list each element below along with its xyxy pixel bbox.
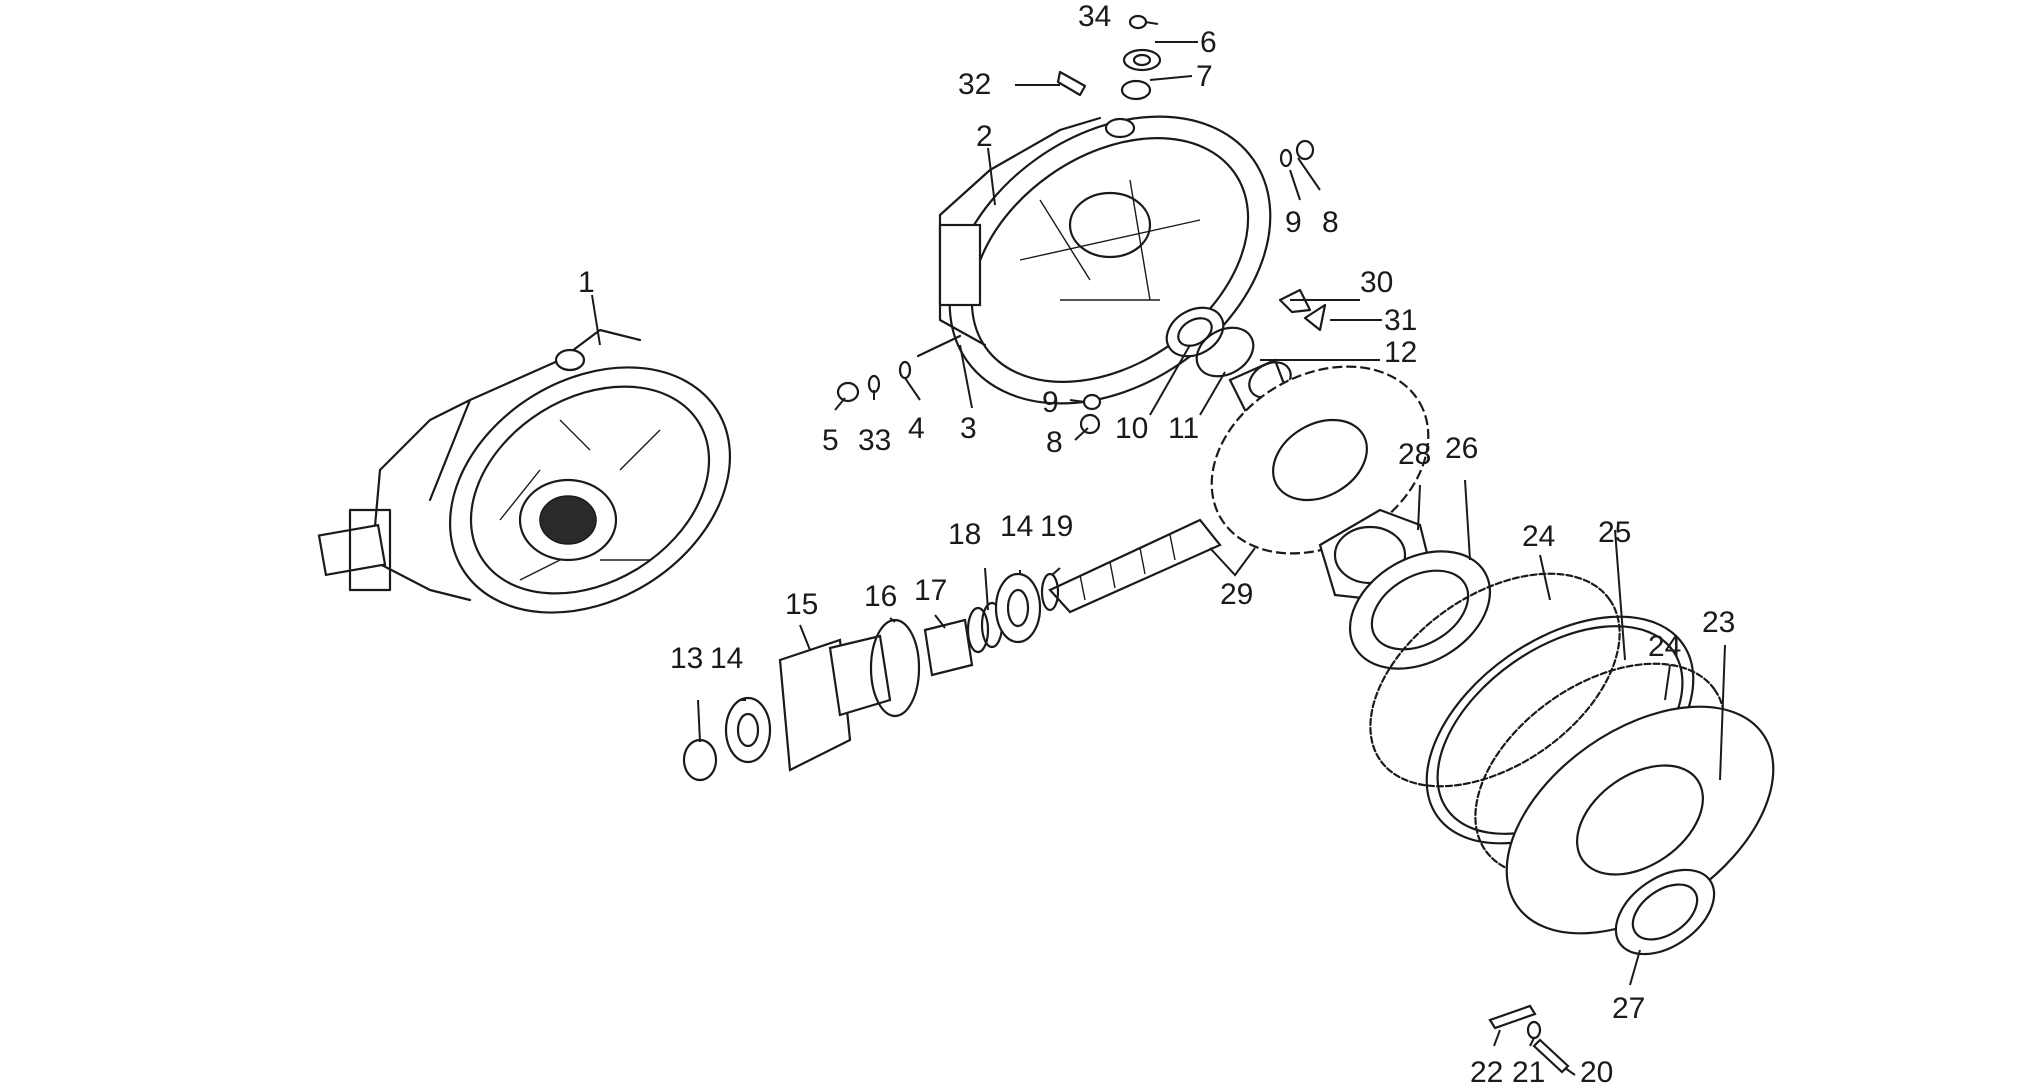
callout-32: 32 xyxy=(958,68,991,101)
part-6-cap xyxy=(1122,48,1162,72)
fasteners-upper xyxy=(836,14,1327,435)
callout-25: 25 xyxy=(1598,516,1631,549)
callout-27: 27 xyxy=(1612,992,1645,1025)
part-3-stud xyxy=(916,334,962,358)
callout-11: 11 xyxy=(1168,412,1199,445)
part-13-nut xyxy=(682,738,718,782)
pinion-side-parts xyxy=(682,572,1060,782)
callout-19: 19 xyxy=(1040,510,1073,543)
callout-8: 8 xyxy=(1322,206,1339,239)
callout-6: 6 xyxy=(1200,26,1217,59)
callout-28: 28 xyxy=(1398,438,1431,471)
part-8-nut-lower xyxy=(1079,413,1101,435)
part-4-washer xyxy=(898,360,912,380)
part-9-washer xyxy=(1279,148,1293,168)
callout-22: 22 xyxy=(1470,1056,1503,1086)
part-22-plate xyxy=(1488,1004,1537,1030)
callout-26: 26 xyxy=(1445,432,1478,465)
callout-1: 1 xyxy=(578,266,595,299)
callout-24: 24 xyxy=(1522,520,1555,553)
callout-24-lower: 24 xyxy=(1648,630,1681,663)
leader-lines xyxy=(591,21,1726,1076)
callout-20: 20 xyxy=(1580,1056,1613,1086)
part-32-bolt xyxy=(1056,70,1087,97)
callout-10: 10 xyxy=(1115,412,1148,445)
part-16-oring xyxy=(869,618,921,718)
callout-29: 29 xyxy=(1220,578,1253,611)
callout-7: 7 xyxy=(1196,60,1213,93)
part-34-screw xyxy=(1128,14,1148,30)
part-15-flange xyxy=(778,638,852,772)
part-27-seal xyxy=(1614,868,1716,956)
part-8-nut xyxy=(1295,139,1315,161)
part-7-washer xyxy=(1120,79,1152,101)
callout-31: 31 xyxy=(1384,304,1417,337)
callout-9: 9 xyxy=(1285,206,1302,239)
callout-30: 30 xyxy=(1360,266,1393,299)
part-1-assembled-housing xyxy=(317,328,732,614)
callout-23: 23 xyxy=(1702,606,1735,639)
callout-9-lower: 9 xyxy=(1042,386,1059,419)
part-20-bolt xyxy=(1532,1038,1570,1074)
part-14-bearing-right xyxy=(994,572,1042,644)
callout-12: 12 xyxy=(1384,336,1417,369)
callout-15: 15 xyxy=(785,588,818,621)
callout-14-upper: 14 xyxy=(1000,510,1033,543)
callout-13: 13 xyxy=(670,642,703,675)
callouts: 1 2 3 4 5 6 7 8 8 9 9 10 11 12 13 14 14 … xyxy=(578,0,1735,1086)
callout-2: 2 xyxy=(976,120,993,153)
fasteners-bottom xyxy=(1488,1004,1570,1074)
part-14-bearing-left xyxy=(724,696,772,764)
callout-3: 3 xyxy=(960,412,977,445)
callout-14: 14 xyxy=(710,642,743,675)
callout-17: 17 xyxy=(914,574,947,607)
part-18-shims xyxy=(966,606,990,654)
part-33-washer xyxy=(867,374,881,394)
callout-34: 34 xyxy=(1078,0,1111,33)
callout-4: 4 xyxy=(908,412,925,445)
differential-parts xyxy=(1318,508,1775,956)
part-24-gasket-a xyxy=(1369,572,1621,788)
callout-5: 5 xyxy=(822,424,839,457)
part-9-washer-lower xyxy=(1082,393,1102,411)
part-17-spacer xyxy=(923,618,974,677)
callout-16: 16 xyxy=(864,580,897,613)
part-29-crown-and-pinion xyxy=(1048,365,1430,614)
part-5-nut xyxy=(836,381,860,403)
part-21-washer xyxy=(1526,1020,1542,1040)
part-19-ring xyxy=(1040,572,1060,612)
callout-21: 21 xyxy=(1512,1056,1545,1086)
part-26-bearing xyxy=(1348,550,1492,670)
callout-18: 18 xyxy=(948,518,981,551)
part-30-clip xyxy=(1278,288,1312,314)
part-31-clip xyxy=(1303,303,1327,332)
callout-33: 33 xyxy=(858,424,891,457)
callout-8-lower: 8 xyxy=(1046,426,1063,459)
